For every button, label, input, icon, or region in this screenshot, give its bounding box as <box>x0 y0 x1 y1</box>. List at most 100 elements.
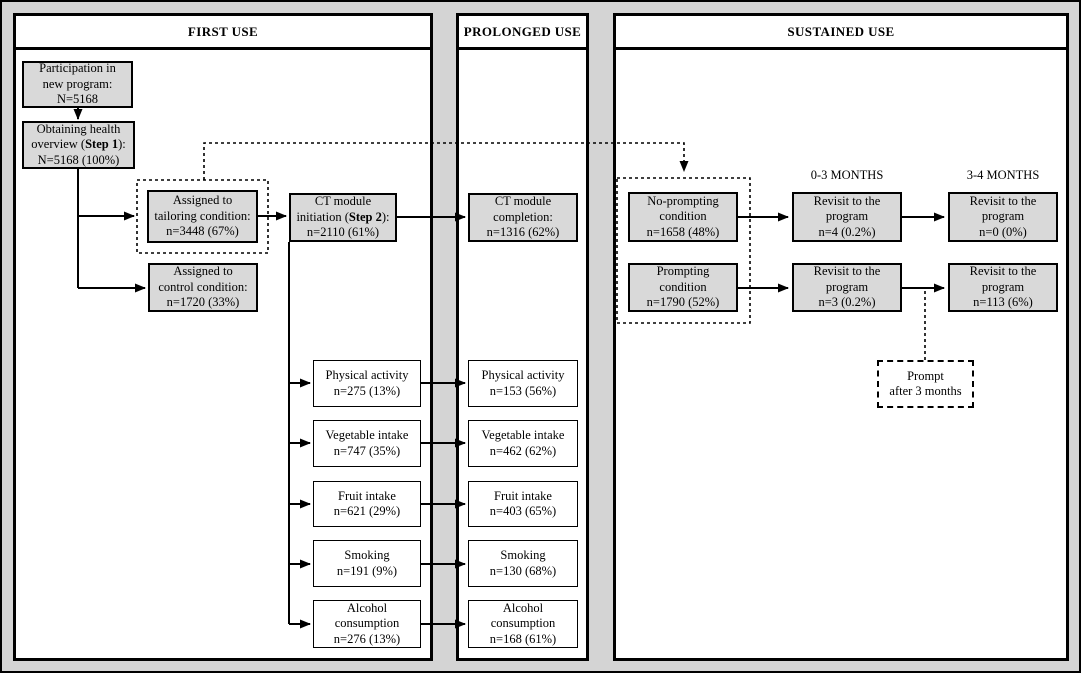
box-fu-alcohol-line1: Alcohol <box>346 600 388 615</box>
panel-sustained-use-header: SUSTAINED USE <box>616 16 1066 50</box>
box-fu-smoking-line1: Smoking <box>344 548 390 562</box>
box-control-line1: Assigned to <box>173 264 233 279</box>
box-fu-physical-activity: Physical activity n=275 (13%) <box>313 360 421 407</box>
panel-prolonged-use-title: PROLONGED USE <box>463 23 582 39</box>
box-ct-initiation-line2: initiation (Step 2): <box>296 210 389 226</box>
box-ct-initiation-line2-pre: initiation ( <box>296 209 349 224</box>
box-fu-alcohol-line3: n=276 (13%) <box>333 631 401 646</box>
box-participation-line3: N=5168 <box>56 92 99 107</box>
box-pu-smoking-line1: Smoking <box>500 548 546 562</box>
box-fu-fruit-line1: Fruit intake <box>338 488 396 503</box>
box-fu-physical-line2: n=275 (13%) <box>333 383 401 398</box>
box-revisit-p34-line1: Revisit to the <box>969 264 1037 279</box>
box-revisit-prompt-3-4: Revisit to the program n=113 (6%) <box>948 263 1058 312</box>
box-ct-completion: CT module completion: n=1316 (62%) <box>468 193 578 242</box>
box-obtaining-line2-bold: Step 1 <box>85 137 119 152</box>
box-revisit-np03-line2: program <box>825 209 869 224</box>
box-pu-physical-activity: Physical activity n=153 (56%) <box>468 360 578 407</box>
box-prompting-line2: condition <box>659 279 707 294</box>
solid-connectors <box>73 108 945 629</box>
box-participation-line1: Participation in <box>39 61 116 76</box>
box-revisit-prompt-0-3: Revisit to the program n=3 (0.2%) <box>792 263 902 312</box>
label-0-3-months: 0-3 MONTHS <box>810 168 884 182</box>
box-fu-vegetable-intake: Vegetable intake n=747 (35%) <box>313 420 421 467</box>
dashed-arrow-tailoring-to-prompting-conditions <box>203 142 689 180</box>
box-no-prompting-line3: n=1658 (48%) <box>646 224 720 239</box>
box-fu-vegetable-line1: Vegetable intake <box>325 428 409 442</box>
box-pu-smoking: Smoking n=130 (68%) <box>468 540 578 587</box>
panel-first-use-header: FIRST USE <box>16 16 430 50</box>
box-tailoring-line2: tailoring condition: <box>154 208 251 223</box>
box-pu-alcohol-line2: consumption <box>490 616 556 631</box>
box-fu-smoking: Smoking n=191 (9%) <box>313 540 421 587</box>
box-revisit-p03-line1: Revisit to the <box>813 264 881 279</box>
box-pu-vegetable-line2: n=462 (62%) <box>489 443 557 458</box>
box-fu-alcohol: Alcohol consumption n=276 (13%) <box>313 600 421 648</box>
box-prompt-note-line2: after 3 months <box>889 384 962 398</box>
box-ct-completion-line1: CT module <box>494 194 552 209</box>
box-prompting-line1: Prompting <box>656 264 710 279</box>
box-revisit-p34-line3: n=113 (6%) <box>973 295 1033 310</box>
box-revisit-noprompt-3-4: Revisit to the program n=0 (0%) <box>948 192 1058 242</box>
box-obtaining-overview: Obtaining health overview (Step 1): N=51… <box>22 121 135 169</box>
box-prompt-note-line1: Prompt <box>907 368 944 383</box>
box-pu-physical-line2: n=153 (56%) <box>489 383 557 398</box>
box-ct-initiation-line2-bold: Step 2 <box>348 209 382 224</box>
box-obtaining-line3: N=5168 (100%) <box>37 152 120 167</box>
box-revisit-np03-line3: n=4 (0.2%) <box>818 224 876 239</box>
box-fu-fruit-line2: n=621 (29%) <box>333 504 401 518</box>
box-revisit-np34-line3: n=0 (0%) <box>979 224 1027 239</box>
box-fu-alcohol-line2: consumption <box>334 616 400 631</box>
box-pu-smoking-line2: n=130 (68%) <box>489 563 557 578</box>
box-pu-alcohol-line3: n=168 (61%) <box>489 631 557 646</box>
box-prompting-condition: Prompting condition n=1790 (52%) <box>628 263 738 312</box>
box-pu-vegetable-intake: Vegetable intake n=462 (62%) <box>468 420 578 467</box>
box-fu-fruit-intake: Fruit intake n=621 (29%) <box>313 481 421 527</box>
box-pu-physical-line1: Physical activity <box>481 368 565 382</box>
box-pu-alcohol: Alcohol consumption n=168 (61%) <box>468 600 578 648</box>
box-fu-smoking-line2: n=191 (9%) <box>336 563 398 578</box>
panel-sustained-use-title: SUSTAINED USE <box>787 23 895 39</box>
box-tailoring-condition: Assigned to tailoring condition: n=3448 … <box>147 190 258 243</box>
box-participation: Participation in new program: N=5168 <box>22 61 133 108</box>
panel-sustained-use: SUSTAINED USE <box>613 13 1069 661</box>
box-participation-line2: new program: <box>42 76 113 91</box>
box-no-prompting-line2: condition <box>659 209 707 224</box>
box-control-condition: Assigned to control condition: n=1720 (3… <box>148 263 258 312</box>
box-ct-completion-line2: completion: <box>493 209 553 224</box>
box-ct-initiation: CT module initiation (Step 2): n=2110 (6… <box>289 193 397 242</box>
box-pu-fruit-line1: Fruit intake <box>494 488 552 503</box>
box-tailoring-line1: Assigned to <box>172 193 233 208</box>
box-fu-vegetable-line2: n=747 (35%) <box>333 443 401 458</box>
box-no-prompting-condition: No-prompting condition n=1658 (48%) <box>628 192 738 242</box>
box-ct-initiation-line2-post: ): <box>381 209 390 224</box>
box-control-line3: n=1720 (33%) <box>166 295 240 310</box>
panel-first-use-title: FIRST USE <box>187 23 259 39</box>
box-pu-vegetable-line1: Vegetable intake <box>481 428 565 442</box>
box-pu-alcohol-line1: Alcohol <box>502 600 544 615</box>
box-pu-fruit-intake: Fruit intake n=403 (65%) <box>468 481 578 527</box>
box-obtaining-line2-pre: overview ( <box>31 137 86 152</box>
box-revisit-p03-line3: n=3 (0.2%) <box>818 295 876 310</box>
box-tailoring-line3: n=3448 (67%) <box>166 224 239 239</box>
box-revisit-p34-line2: program <box>981 279 1025 294</box>
box-prompting-line3: n=1790 (52%) <box>646 295 720 310</box>
box-obtaining-line2-post: ): <box>118 137 126 152</box>
dashed-connectors <box>136 142 926 360</box>
box-revisit-p03-line2: program <box>825 279 869 294</box>
box-revisit-np34-line2: program <box>981 209 1025 224</box>
box-control-line2: control condition: <box>158 279 248 294</box>
box-revisit-np03-line1: Revisit to the <box>813 193 881 208</box>
box-prompt-after-3-months: Prompt after 3 months <box>877 360 974 408</box>
box-obtaining-line1: Obtaining health <box>36 121 121 136</box>
label-3-4-months: 3-4 MONTHS <box>966 168 1040 182</box>
box-no-prompting-line1: No-prompting <box>647 193 719 208</box>
box-ct-initiation-line1: CT module <box>314 194 372 209</box>
box-ct-completion-line3: n=1316 (62%) <box>486 225 560 240</box>
box-revisit-np34-line1: Revisit to the <box>969 193 1037 208</box>
panel-prolonged-use-header: PROLONGED USE <box>459 16 586 50</box>
box-ct-initiation-line3: n=2110 (61%) <box>306 225 380 240</box>
box-pu-fruit-line2: n=403 (65%) <box>489 504 557 518</box>
